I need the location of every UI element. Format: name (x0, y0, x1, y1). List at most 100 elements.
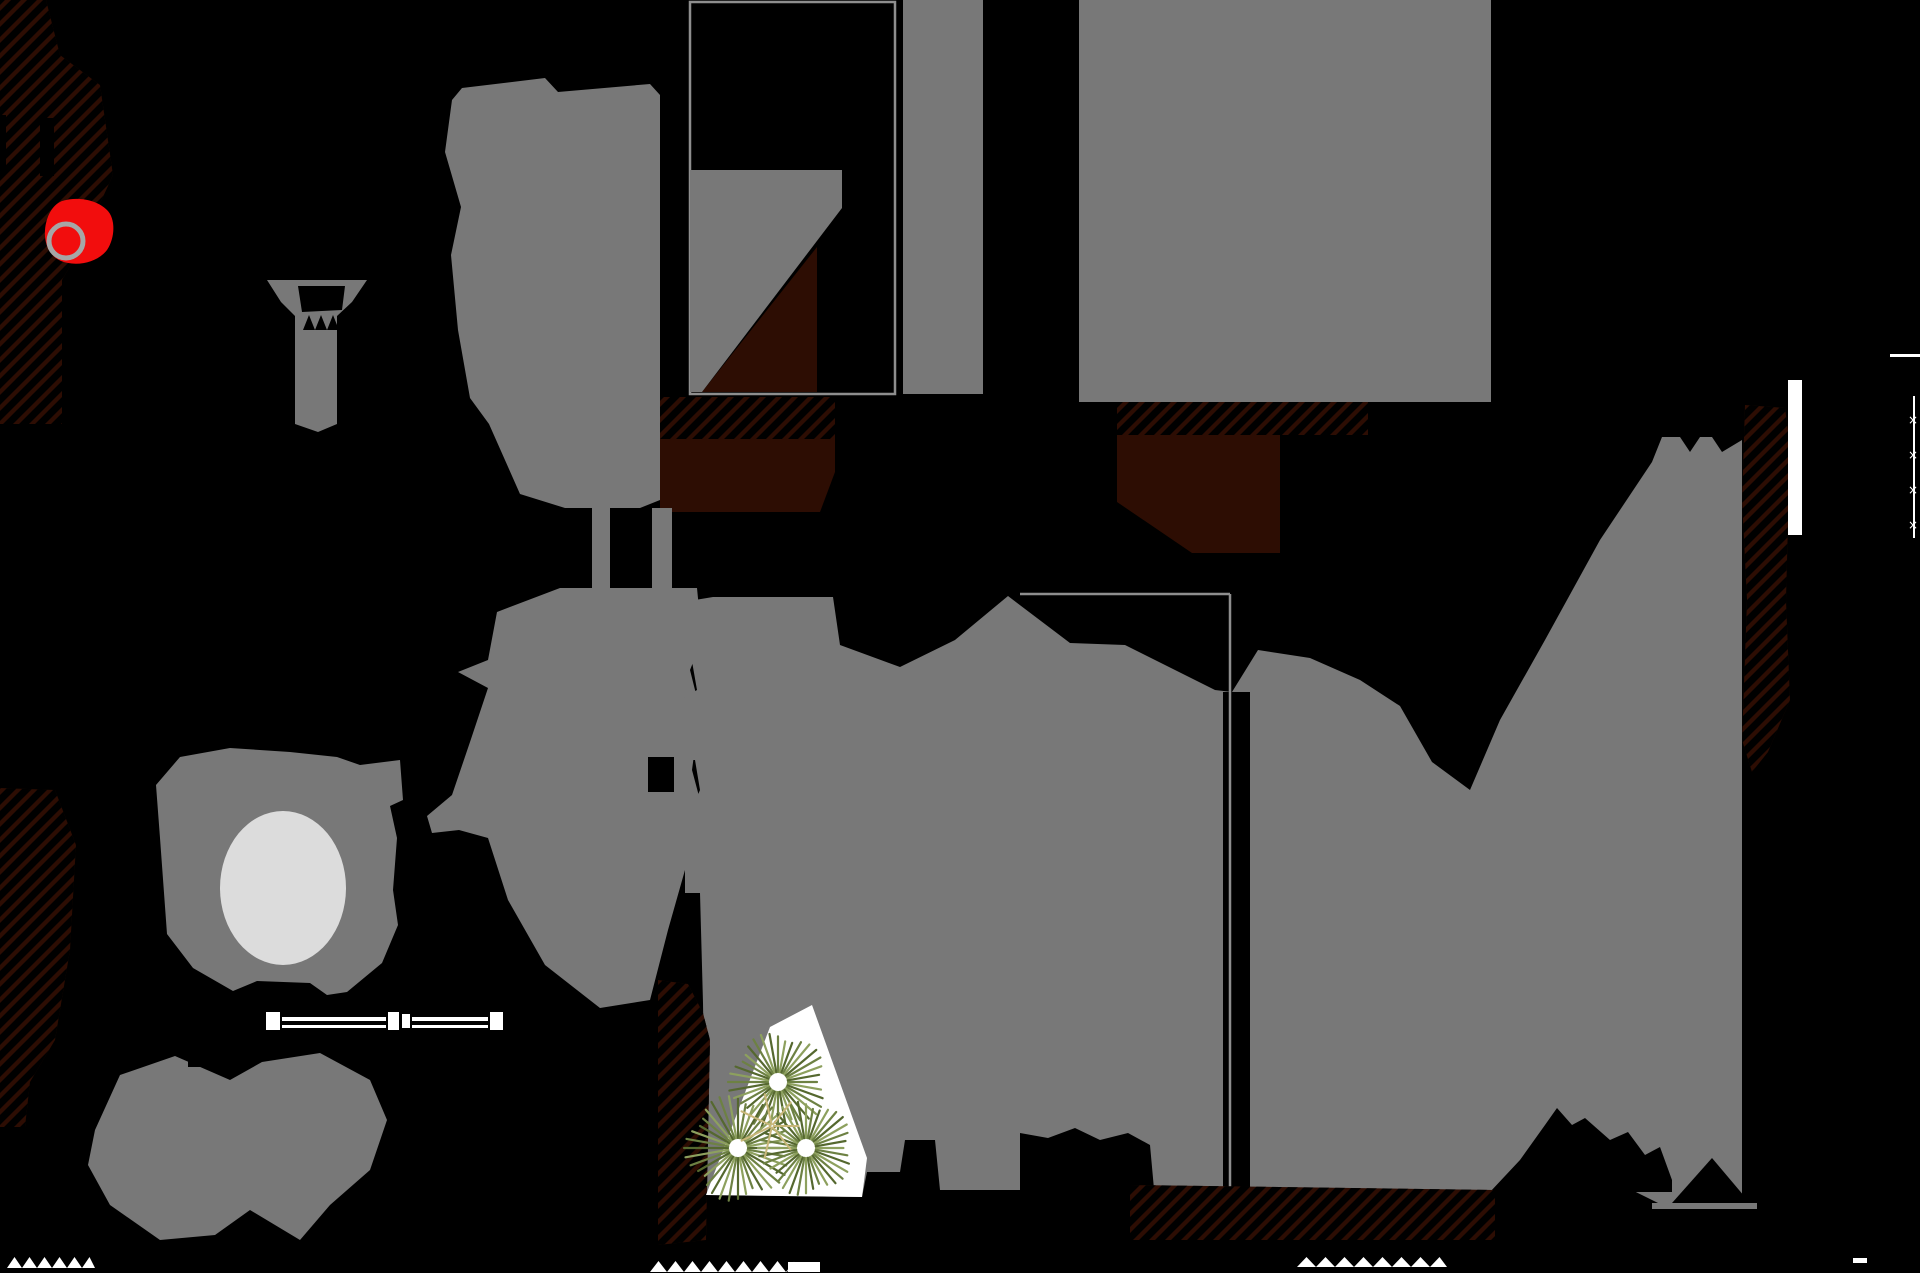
palm-frond-left-ray (710, 1100, 735, 1141)
palm-frond-right-ray (759, 1138, 798, 1148)
marker-bar-right (1788, 380, 1802, 535)
palm-frond-top-ray (746, 1087, 772, 1109)
wall-left-top-door-a (0, 115, 6, 175)
palm-frond-top-ray (780, 1041, 794, 1074)
palm-frond-left-ray (705, 1154, 733, 1187)
palm-frond-left-ray (740, 1156, 754, 1190)
palm-frond-left-ray (718, 1156, 736, 1200)
terrain-notch-mountain (1490, 1108, 1672, 1192)
palm-frond-right-ray (813, 1151, 849, 1173)
palm-frond-top-ray (780, 1090, 793, 1121)
palm-frond-right-ray (796, 1156, 806, 1196)
dimension-bar-node-mid-b (402, 1014, 410, 1028)
palm-frond-left-ray (727, 1095, 738, 1140)
palm-frond-top-ray (732, 1084, 770, 1100)
palm-frond-right-ray (812, 1153, 844, 1180)
palm-hub-ray (740, 1110, 772, 1127)
palm-frond-top-ray (781, 1041, 803, 1075)
palm-frond-right-ray (808, 1109, 821, 1140)
palm-frond-left-ray (689, 1150, 730, 1167)
palm-frond-left-ray (741, 1155, 764, 1191)
wall-left-mid-hatch (0, 788, 76, 1127)
palm-frond-top-ray (739, 1085, 771, 1105)
palm-frond-top-ray (741, 1060, 771, 1079)
wall-bottom-horizontal-hatch (1130, 1185, 1495, 1240)
palm-frond-top-ray (759, 1033, 776, 1074)
palm-frond-top-ray (729, 1072, 770, 1082)
palm-frond-right-ray (806, 1156, 815, 1190)
palm-frond-right-ray (809, 1108, 830, 1141)
dimension-bar-node-mid-a (388, 1012, 399, 1030)
palm-frond-left-ray (738, 1103, 747, 1140)
palm-hub-ray (763, 1126, 773, 1159)
wall-bottom-center-vertical-hatch (658, 980, 710, 1245)
palm-frond-right-ray (777, 1154, 801, 1183)
palm-frond-left-ray (696, 1151, 731, 1173)
funnel-inner-dark (298, 286, 345, 312)
building-bar-north (903, 0, 983, 394)
palm-frond-top-ray (778, 1040, 787, 1074)
building-central-blob (427, 588, 702, 1008)
palm-frond-right-ray (788, 1156, 804, 1195)
palm-frond-left (682, 1095, 788, 1202)
baseline-strip (1652, 1203, 1757, 1209)
palm-hub-ray (772, 1101, 792, 1126)
dimension-bar-node-left (266, 1012, 280, 1030)
corridor-wall-west (592, 508, 610, 590)
palm-frond-top-ray (734, 1065, 770, 1080)
slot-between-masses (1223, 692, 1250, 1192)
palm-frond-top-ray (748, 1088, 773, 1118)
dome-ellipse (220, 811, 346, 965)
palm-frond-top-ray (786, 1073, 821, 1082)
palm-frond-left-ray (698, 1124, 731, 1145)
palm-frond-right-ray (788, 1101, 804, 1140)
building-peanut-southwest (88, 1053, 387, 1240)
palm-frond-right-ray (811, 1110, 838, 1142)
building-tall-west (445, 78, 660, 508)
palm-frond-left-ray (685, 1137, 730, 1148)
terrain-notch-triangle (1672, 1158, 1750, 1203)
tick-x-2: × (1908, 448, 1918, 462)
scalebar-bottom-left (7, 1257, 95, 1268)
corner-dash-bottom-right (1853, 1258, 1867, 1263)
palm-frond-right-ray (796, 1100, 806, 1140)
building-mega-mass (680, 437, 1742, 1233)
palm-frond-top-ray (783, 1088, 810, 1120)
palm-frond-left-ray (701, 1117, 732, 1143)
funnel-structure (267, 280, 367, 432)
palm-frond-right-ray (808, 1156, 821, 1185)
palm-hub-ray (763, 1093, 773, 1126)
palm-frond-right-ray (781, 1105, 803, 1141)
dimension-bar-line-a1 (282, 1017, 386, 1021)
palm-frond-top-ray (786, 1084, 824, 1100)
palm-hub-ray (772, 1126, 792, 1151)
peanut-notch (188, 1053, 203, 1067)
palm-hub-ray (740, 1125, 772, 1142)
tick-x-4: × (1908, 518, 1918, 532)
tick-x-3: × (1908, 483, 1918, 497)
palm-frond-top-ray (784, 1087, 818, 1116)
palm-frond-right-ray (814, 1131, 849, 1146)
dimension-line-right (1913, 396, 1915, 538)
palm-frond-top-ray (744, 1053, 772, 1077)
tick-x-1: × (1908, 413, 1918, 427)
palm-frond-top-ray (728, 1082, 770, 1092)
palm-frond-left-ray (741, 1103, 764, 1141)
palm-frond-left-ray (743, 1154, 773, 1189)
palm-frond-right-ray (806, 1107, 815, 1140)
palm-frond-right-ray (809, 1155, 829, 1186)
palm-frond-right-ray (814, 1139, 847, 1148)
building-square-diagonal (690, 170, 842, 392)
palm-frond-right-ray (811, 1154, 837, 1185)
scalebar-bottom-center (650, 1261, 795, 1272)
palm-frond-right-ray (776, 1112, 801, 1142)
palm-frond-top-ray (747, 1045, 773, 1076)
palm-frond-top-ray (786, 1082, 823, 1091)
palm-frond-left-ray (738, 1156, 748, 1196)
palm-frond-right-ray (813, 1123, 848, 1145)
location-marker-ring[interactable] (46, 221, 86, 261)
wall-center-top-hatchband-hatch (660, 397, 835, 439)
